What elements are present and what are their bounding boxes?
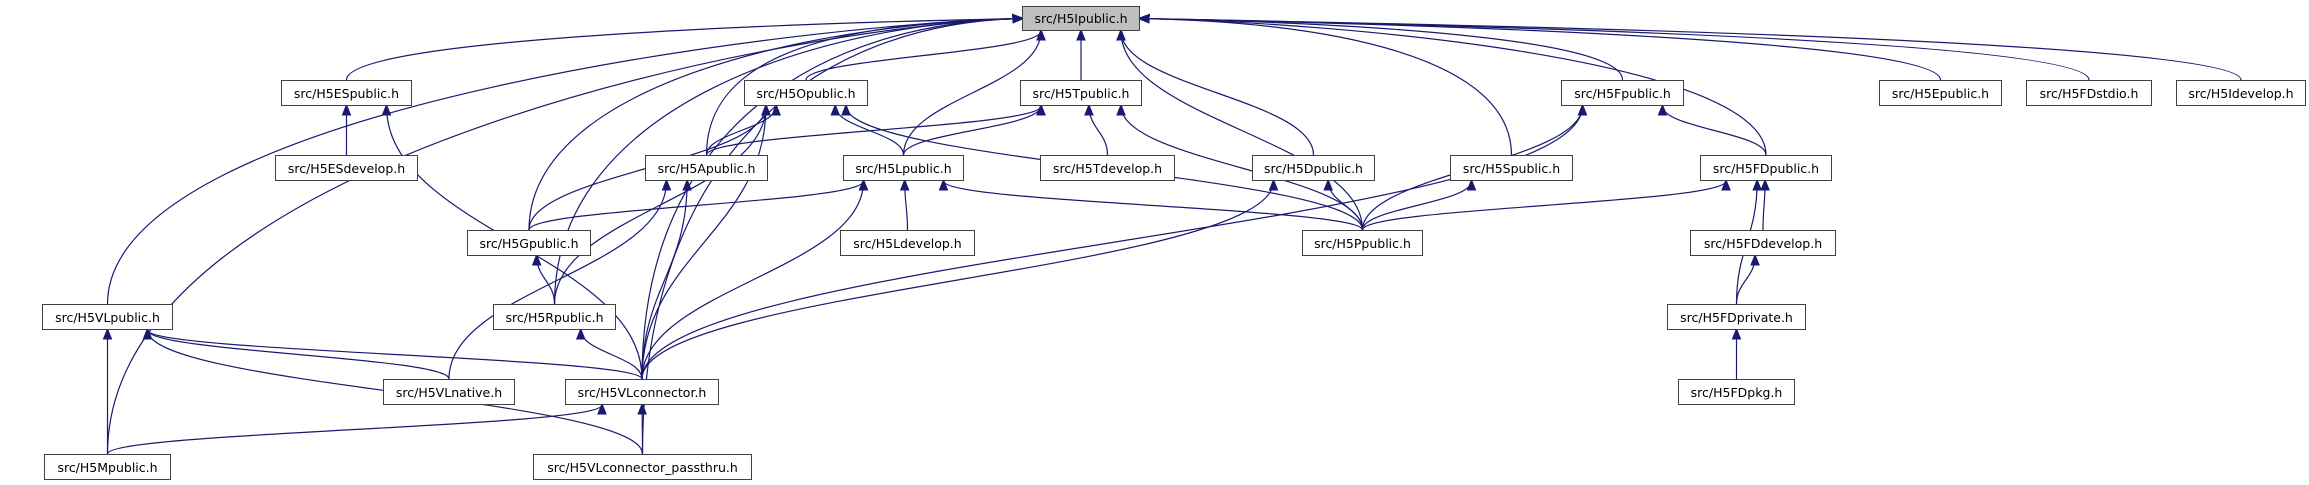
edge-h5espublic-to-h5ipublic	[345, 19, 1023, 81]
edge-h5dpublic-to-h5ipublic	[1121, 31, 1315, 156]
graph-node-h5idevelop[interactable]: src/H5Idevelop.h	[2176, 80, 2306, 106]
edge-h5fdpublic-to-h5ipublic	[1140, 19, 1767, 156]
edge-h5spublic-to-h5ipublic	[1140, 19, 1513, 156]
graph-node-h5esdevelop[interactable]: src/H5ESdevelop.h	[275, 155, 418, 181]
edge-h5idevelop-to-h5ipublic	[1140, 19, 2242, 81]
graph-node-h5vlconnector-passthru[interactable]: src/H5VLconnector_passthru.h	[533, 454, 752, 480]
graph-node-h5tpublic[interactable]: src/H5Tpublic.h	[1020, 80, 1142, 106]
edge-h5ppublic-to-h5fdpublic	[1361, 181, 1727, 231]
graph-node-h5vlnative[interactable]: src/H5VLnative.h	[383, 379, 515, 405]
graph-node-h5fdprivate[interactable]: src/H5FDprivate.h	[1667, 304, 1806, 330]
graph-node-h5rpublic[interactable]: src/H5Rpublic.h	[493, 304, 616, 330]
graph-node-h5mpublic[interactable]: src/H5Mpublic.h	[44, 454, 171, 480]
edge-h5gpublic-to-h5ipublic	[528, 19, 1022, 231]
edge-h5vlconnector-to-h5dpublic	[641, 181, 1274, 380]
edge-h5fdprivate-to-h5fddevelop	[1735, 256, 1756, 305]
graph-node-h5fdstdio[interactable]: src/H5FDstdio.h	[2026, 80, 2152, 106]
graph-node-h5vlpublic[interactable]: src/H5VLpublic.h	[42, 304, 173, 330]
graph-node-h5opublic[interactable]: src/H5Opublic.h	[744, 80, 868, 106]
graph-node-h5fpublic[interactable]: src/H5Fpublic.h	[1561, 80, 1684, 106]
edge-h5ppublic-to-h5dpublic	[1328, 181, 1364, 231]
graph-node-h5tdevelop[interactable]: src/H5Tdevelop.h	[1040, 155, 1175, 181]
edge-h5rpublic-to-h5ipublic	[553, 19, 1023, 305]
graph-node-h5vlconnector[interactable]: src/H5VLconnector.h	[565, 379, 719, 405]
graph-node-h5ldevelop[interactable]: src/H5Ldevelop.h	[840, 230, 975, 256]
edge-h5fddevelop-to-h5fdpublic	[1763, 181, 1765, 231]
edge-h5vlconnector-to-h5opublic	[641, 106, 766, 380]
edge-h5vlconnector-to-h5apublic	[641, 181, 687, 380]
edge-h5tdevelop-to-h5tpublic	[1089, 106, 1109, 156]
edge-h5vlconnector-to-h5rpublic	[581, 330, 643, 380]
graph-node-h5espublic[interactable]: src/H5ESpublic.h	[281, 80, 412, 106]
edge-h5fdpublic-to-h5fpublic	[1663, 106, 1767, 156]
edge-h5ppublic-to-h5spublic	[1361, 181, 1472, 231]
graph-node-h5ipublic[interactable]: src/H5Ipublic.h	[1022, 6, 1140, 31]
graph-node-h5apublic[interactable]: src/H5Apublic.h	[645, 155, 768, 181]
graph-node-h5fddevelop[interactable]: src/H5FDdevelop.h	[1690, 230, 1836, 256]
graph-node-h5gpublic[interactable]: src/H5Gpublic.h	[467, 230, 591, 256]
edge-h5ldevelop-to-h5lpublic	[905, 181, 908, 231]
graph-node-h5fdpublic[interactable]: src/H5FDpublic.h	[1700, 155, 1832, 181]
edge-h5ppublic-to-h5lpublic	[944, 181, 1364, 231]
graph-node-h5ppublic[interactable]: src/H5Ppublic.h	[1302, 230, 1423, 256]
edge-h5opublic-to-h5ipublic	[805, 31, 1041, 81]
graph-node-h5fdpkg[interactable]: src/H5FDpkg.h	[1678, 379, 1795, 405]
graph-node-h5spublic[interactable]: src/H5Spublic.h	[1450, 155, 1573, 181]
edge-h5vlnative-to-h5apublic	[448, 181, 667, 380]
graph-node-h5dpublic[interactable]: src/H5Dpublic.h	[1252, 155, 1375, 181]
graph-node-h5epublic[interactable]: src/H5Epublic.h	[1879, 80, 2002, 106]
edge-h5apublic-to-h5tpublic	[705, 106, 1042, 156]
edge-h5lpublic-to-h5ipublic	[902, 31, 1042, 156]
edge-h5vlconnector-to-h5lpublic	[641, 181, 864, 380]
edge-h5gpublic-to-h5lpublic	[528, 181, 864, 231]
edge-h5vlpublic-to-h5ipublic	[106, 19, 1023, 305]
edge-h5vlnative-to-h5vlpublic	[148, 330, 450, 380]
edge-h5rpublic-to-h5gpublic	[537, 256, 556, 305]
edge-h5vlconnector-to-h5fpublic	[641, 106, 1583, 380]
graph-node-h5lpublic[interactable]: src/H5Lpublic.h	[843, 155, 964, 181]
edge-h5vlconnector-to-h5vlpublic	[148, 330, 643, 380]
edge-h5ppublic-to-h5ipublic	[1121, 31, 1364, 231]
edge-h5mpublic-to-h5vlconnector	[106, 405, 603, 455]
edge-h5lpublic-to-h5tpublic	[902, 106, 1042, 156]
edge-h5vlconnector-to-h5ipublic	[641, 19, 1022, 380]
